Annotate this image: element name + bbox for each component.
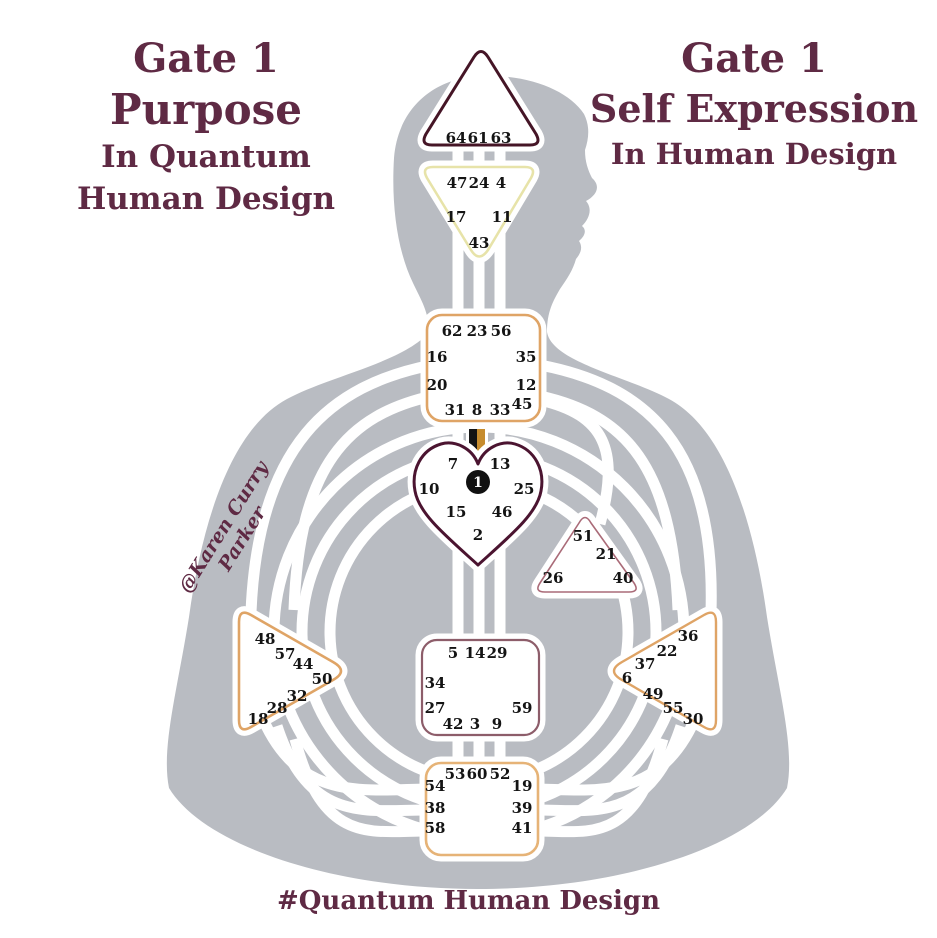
gate-6: 6 — [622, 669, 632, 687]
gate-41: 41 — [512, 819, 533, 837]
will-center: 51 21 26 40 — [531, 511, 643, 599]
gate-23: 23 — [467, 322, 488, 340]
gate-27: 27 — [425, 699, 446, 717]
head-center-shape — [422, 50, 540, 147]
gate-46: 46 — [492, 503, 513, 521]
gate-38: 38 — [425, 799, 446, 817]
gate-25: 25 — [514, 480, 535, 498]
gate-9: 9 — [492, 715, 502, 733]
gate-10: 10 — [419, 480, 440, 498]
gate-37: 37 — [635, 655, 656, 673]
root-center: 53 60 52 54 19 38 39 58 41 — [419, 756, 545, 862]
gate-54: 54 — [425, 777, 446, 795]
ajna-center: 47 24 4 17 11 43 — [418, 160, 540, 263]
gate-21: 21 — [596, 545, 617, 563]
gate-52: 52 — [490, 765, 511, 783]
right-title-line-3: In Human Design — [610, 137, 898, 171]
solar-plexus-center: 36 22 37 6 49 55 30 — [607, 606, 723, 736]
left-title-line-2: Purpose — [110, 85, 302, 134]
gate-1-highlight-circle — [466, 470, 490, 494]
gate-1: 1 — [473, 475, 483, 491]
gate-18: 18 — [248, 710, 269, 728]
gate-49: 49 — [643, 685, 664, 703]
gate-17: 17 — [446, 208, 467, 226]
gate-57: 57 — [275, 645, 296, 663]
right-title-line-1: Gate 1 — [681, 35, 827, 82]
gate-51: 51 — [573, 527, 594, 545]
footer-hashtag: #Quantum Human Design — [276, 886, 661, 916]
gate-40: 40 — [613, 569, 634, 587]
gate-32: 32 — [287, 687, 308, 705]
gate-50: 50 — [312, 670, 333, 688]
gate-44: 44 — [293, 655, 314, 673]
gate-26: 26 — [543, 569, 564, 587]
gate-33: 33 — [490, 401, 511, 419]
left-title-line-3: In Quantum — [101, 139, 311, 175]
gate-47: 47 — [447, 174, 468, 192]
left-title-line-4: Human Design — [76, 181, 336, 217]
gate-29: 29 — [487, 644, 508, 662]
gate-55: 55 — [663, 699, 684, 717]
gate-11: 11 — [492, 208, 513, 226]
gate-3: 3 — [470, 715, 480, 733]
throat-center-shape — [425, 313, 542, 423]
gate-4: 4 — [496, 174, 506, 192]
gate-16: 16 — [427, 348, 448, 366]
gate-53: 53 — [445, 765, 466, 783]
gate-64: 64 — [446, 129, 467, 147]
gate-35: 35 — [516, 348, 537, 366]
gate-14: 14 — [465, 644, 486, 662]
gate-28: 28 — [267, 699, 288, 717]
will-center-shape — [537, 516, 637, 593]
gate-63: 63 — [491, 129, 512, 147]
gate-2: 2 — [473, 526, 483, 544]
throat-center: 62 23 56 16 35 20 12 45 31 8 33 — [420, 308, 547, 428]
left-title-line-1: Gate 1 — [133, 35, 279, 82]
gate-20: 20 — [427, 376, 448, 394]
gate-5: 5 — [448, 644, 458, 662]
gate-31: 31 — [445, 401, 466, 419]
ajna-center-shape — [423, 165, 535, 258]
gate-7: 7 — [448, 455, 458, 473]
root-center-shape — [424, 761, 540, 857]
spleen-center: 48 57 44 50 32 28 18 — [232, 606, 348, 736]
sacral-center: 5 14 29 34 27 59 42 3 9 — [415, 633, 546, 742]
gate-13: 13 — [490, 455, 511, 473]
gate-58: 58 — [425, 819, 446, 837]
right-title: Gate 1 Self Expression In Human Design — [578, 34, 930, 174]
head-center: 64 61 63 — [417, 45, 545, 152]
sacral-center-shape — [420, 638, 541, 737]
gate-56: 56 — [491, 322, 512, 340]
gate-15: 15 — [446, 503, 467, 521]
gate-34: 34 — [425, 674, 446, 692]
left-title: Gate 1 Purpose In Quantum Human Design — [38, 34, 374, 220]
gate-19: 19 — [512, 777, 533, 795]
right-title-line-2: Self Expression — [589, 86, 919, 131]
gate-45: 45 — [512, 395, 533, 413]
gate-36: 36 — [678, 627, 699, 645]
g-center-shape — [412, 441, 544, 567]
spleen-center-shape — [237, 611, 343, 731]
gate-42: 42 — [443, 715, 464, 733]
gate-30: 30 — [683, 710, 704, 728]
gate-61: 61 — [468, 129, 489, 147]
g-center: 7 13 10 25 15 46 2 1 — [407, 436, 549, 572]
gate-39: 39 — [512, 799, 533, 817]
gate-24: 24 — [469, 174, 490, 192]
gate-60: 60 — [467, 765, 488, 783]
gate-62: 62 — [442, 322, 463, 340]
gate-48: 48 — [255, 630, 276, 648]
gate-59: 59 — [512, 699, 533, 717]
gate-12: 12 — [516, 376, 537, 394]
gate-43: 43 — [469, 234, 490, 252]
gate-8: 8 — [472, 401, 482, 419]
solar-plexus-center-shape — [612, 611, 718, 731]
gate-22: 22 — [657, 642, 678, 660]
